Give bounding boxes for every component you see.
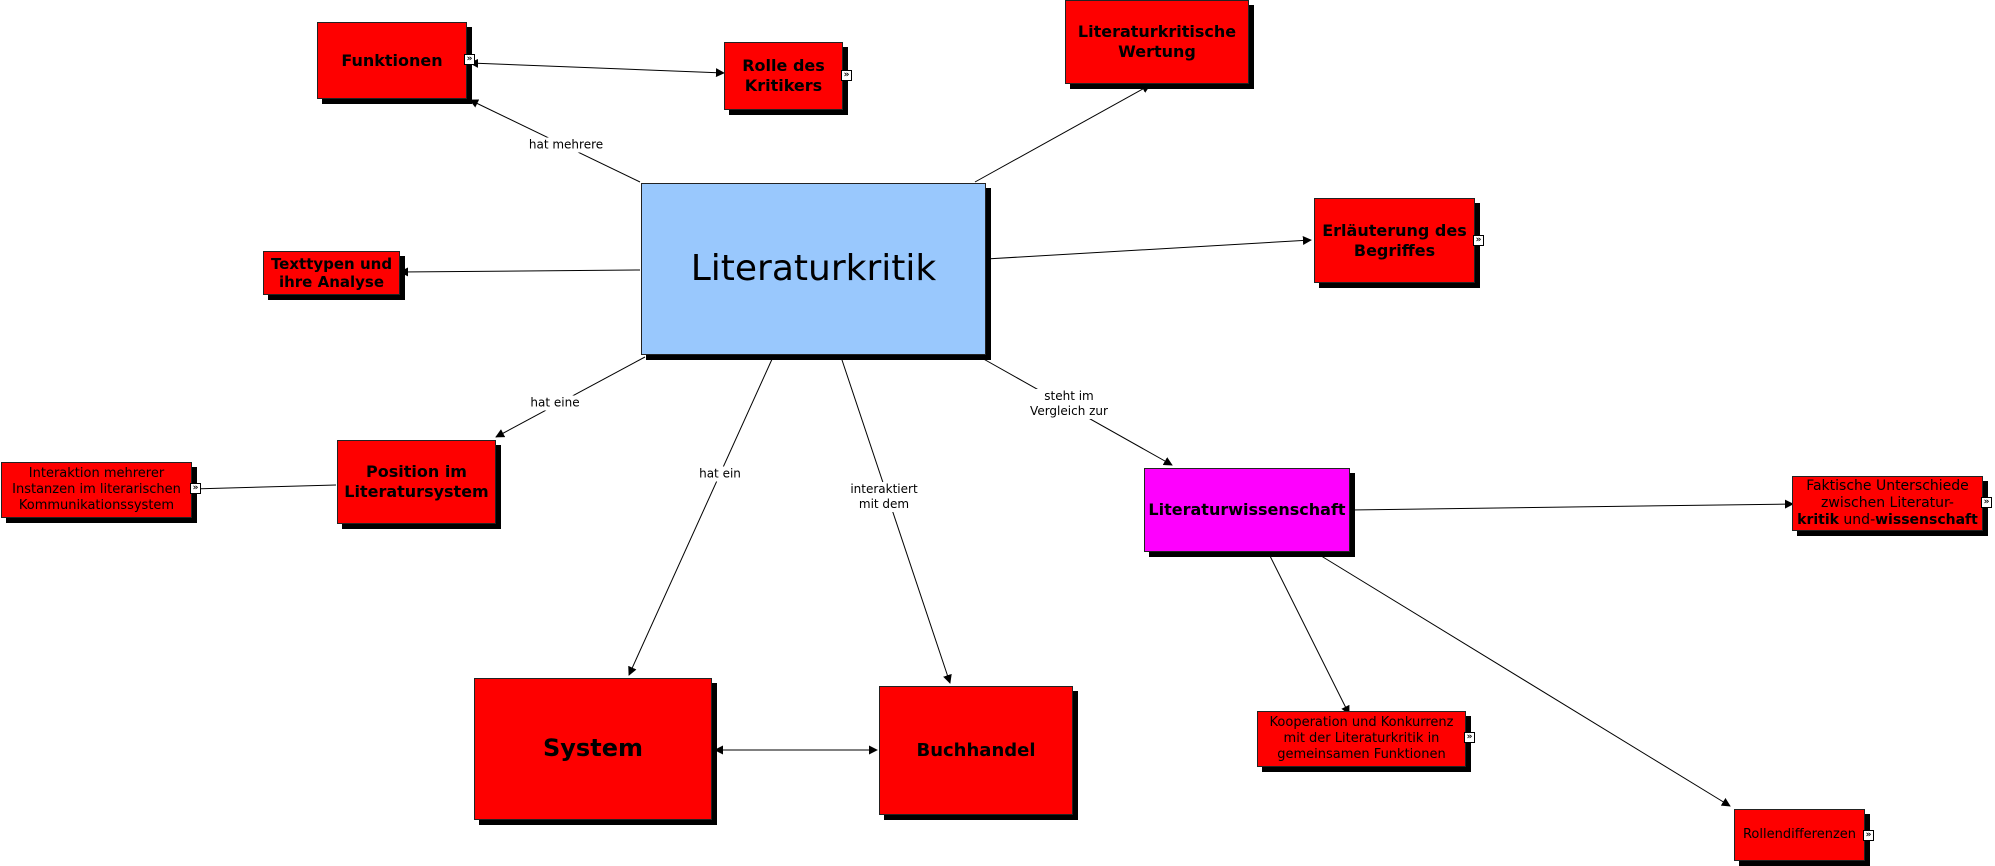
node-buchhandel[interactable]: Buchhandel (879, 686, 1073, 815)
node-label-line: Begriffes (1353, 240, 1436, 260)
edge-wertung (974, 84, 1151, 183)
node-label-line: Literatursystem (344, 482, 489, 501)
node-label: Buchhandel (916, 739, 1036, 761)
edge-rollendifferenzen (1317, 553, 1731, 807)
node-position-im-literatursystem[interactable]: Position im Literatursystem (337, 440, 496, 524)
edge-label-interaktiert: interaktiert mit dem (848, 482, 920, 512)
node-label-line: Erläuterung des (1322, 220, 1467, 240)
edge-label-steht-im: steht im Vergleich zur (1028, 389, 1110, 419)
node-label-line: Faktische Unterschiede (1806, 477, 1969, 494)
node-texttypen[interactable]: Texttypen und ihre Analyse (263, 251, 400, 295)
node-label-line: Kommunikationssystem (18, 497, 175, 513)
node-label-line: Interaktion mehrerer (28, 466, 165, 482)
expand-arrows-icon[interactable]: » (1464, 732, 1475, 743)
node-label-line: Rolle des (742, 56, 825, 76)
node-faktische-unterschiede[interactable]: Faktische Unterschiede zwischen Literatu… (1792, 476, 1983, 531)
node-interaktion-mehrerer-instanzen[interactable]: Interaktion mehrerer Instanzen im litera… (1, 462, 192, 518)
node-label-line: Position im (366, 462, 467, 482)
edge-kooperation (1268, 553, 1350, 715)
edge-buchhandel (840, 356, 952, 684)
edge-label-text: hat ein (699, 466, 741, 481)
edge-funktionen-rolle (469, 58, 725, 78)
edge-label-text: hat eine (530, 395, 580, 410)
edge-texttypen (399, 267, 641, 277)
node-label-line: Literaturkritische (1077, 22, 1237, 42)
node-label: Literaturwissenschaft (1148, 500, 1346, 520)
node-label-bold: wissenschaft (1875, 512, 1978, 529)
expand-arrows-icon[interactable]: » (1863, 830, 1874, 841)
node-label-line: ihre Analyse (278, 273, 385, 291)
node-system[interactable]: System (474, 678, 712, 820)
node-literaturkritik[interactable]: Literaturkritik (641, 183, 986, 355)
edge-label-hat-ein: hat ein (697, 466, 743, 482)
node-funktionen[interactable]: Funktionen (317, 22, 467, 99)
edge-interaktion (191, 484, 337, 494)
node-label-bold: kritik (1797, 512, 1839, 529)
node-label: Literaturkritik (690, 248, 937, 290)
node-label-line: mit der Literaturkritik in (1283, 731, 1440, 747)
edge-label-hat-eine: hat eine (528, 395, 582, 411)
node-label-line: Wertung (1118, 42, 1196, 61)
edge-label-line: Vergleich zur (1030, 404, 1108, 418)
edge-faktische (1349, 499, 1794, 511)
node-label-line: Kooperation und Konkurrenz (1269, 715, 1454, 731)
edge-system (628, 356, 774, 676)
node-rolle-des-kritikers[interactable]: Rolle des Kritikers (724, 42, 843, 110)
node-label-line: Texttypen und (270, 254, 393, 273)
node-literaturkritische-wertung[interactable]: Literaturkritische Wertung (1065, 0, 1249, 84)
node-rollendifferenzen[interactable]: Rollendifferenzen (1734, 809, 1865, 861)
node-label: System (543, 734, 643, 763)
expand-arrows-icon[interactable]: » (841, 70, 852, 81)
edge-label-line: mit dem (858, 497, 910, 511)
node-label-line: kritik und-wissenschaft (1797, 512, 1978, 529)
edge-label-hat-mehrere: hat mehrere (526, 137, 606, 153)
expand-arrows-icon[interactable]: » (1981, 497, 1992, 508)
edge-label-line: interaktiert (850, 482, 918, 496)
node-label-line: Instanzen im literarischen (12, 482, 181, 498)
node-label-line: Kritikers (744, 76, 823, 95)
node-label: Funktionen (341, 50, 443, 70)
edge-label-text: hat mehrere (528, 137, 604, 152)
expand-arrows-icon[interactable]: » (1473, 235, 1484, 246)
node-kooperation-und-konkurrenz[interactable]: Kooperation und Konkurrenz mit der Liter… (1257, 711, 1466, 767)
node-label-plain: und- (1838, 512, 1876, 529)
edge-erlaeuterung (985, 235, 1312, 260)
node-label: Rollendifferenzen (1742, 827, 1857, 843)
edge-label-line: steht im (1044, 389, 1094, 403)
expand-arrows-icon[interactable]: » (190, 483, 201, 494)
node-label-line: zwischen Literatur- (1821, 494, 1954, 511)
expand-arrows-icon[interactable]: » (464, 54, 475, 65)
node-label-line: gemeinsamen Funktionen (1277, 746, 1446, 762)
node-literaturwissenschaft[interactable]: Literaturwissenschaft (1144, 468, 1350, 552)
node-erlaeuterung-des-begriffes[interactable]: Erläuterung des Begriffes (1314, 198, 1475, 283)
